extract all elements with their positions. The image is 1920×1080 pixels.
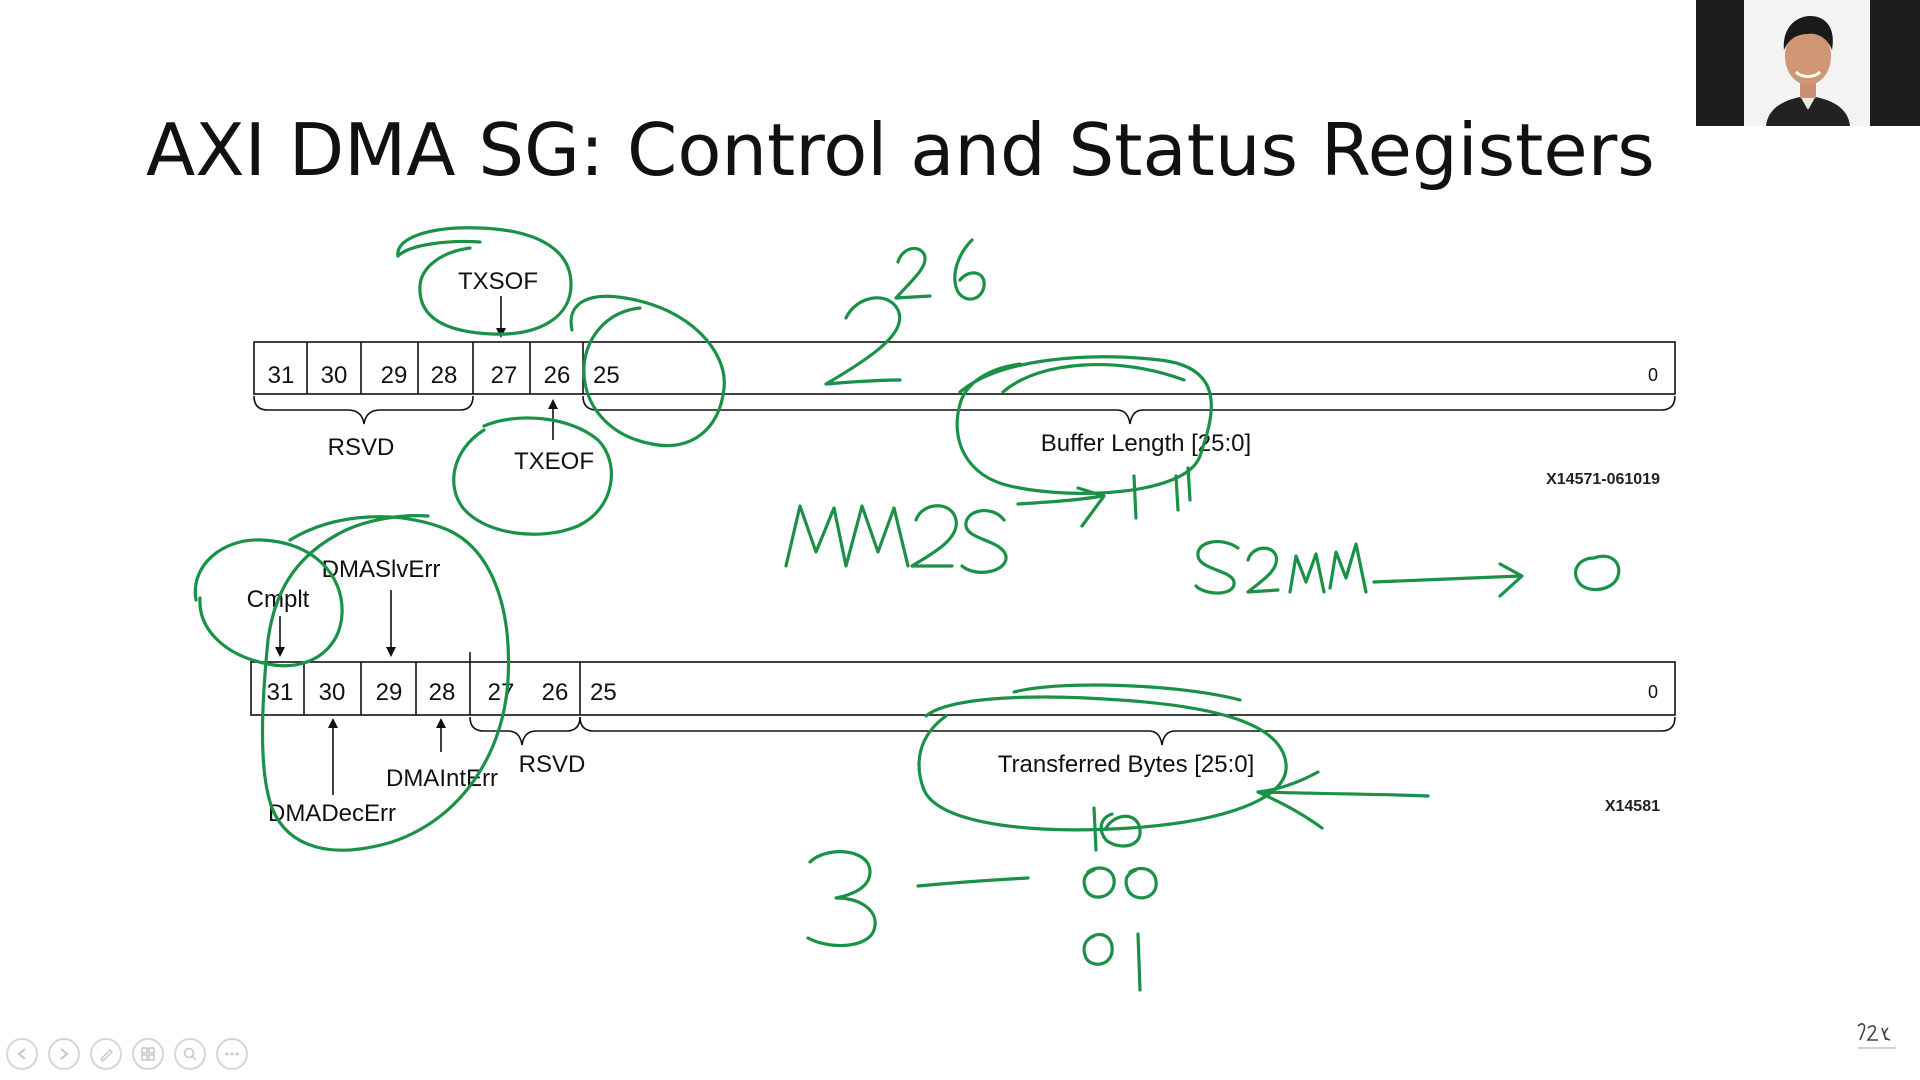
next-slide-icon (60, 1048, 69, 1060)
ink-digit-2 (824, 296, 902, 386)
ink-mm2s (784, 504, 1008, 574)
buffer-length-label: Buffer Length [25:0] (1041, 430, 1251, 457)
zoom-button[interactable] (174, 1038, 206, 1070)
bit25-circle (569, 294, 726, 448)
zoom-icon (183, 1047, 197, 1061)
cmplt-circle (193, 538, 344, 668)
transferred-bytes-oval (917, 695, 1288, 832)
slides-grid-icon (141, 1047, 155, 1061)
bit-25: 25 (590, 679, 617, 706)
more-options-button[interactable] (216, 1038, 248, 1070)
control-register: 31 30 29 28 27 26 25 0 TXSOF TXEOF RSVD … (253, 268, 1676, 488)
rsvd-label: RSVD (519, 751, 586, 778)
channel-logo (1852, 1018, 1902, 1058)
bit-27: 27 (491, 362, 518, 389)
ink-annotations (193, 226, 1621, 992)
bit-0: 0 (1648, 365, 1658, 385)
ink-zero-one (1082, 932, 1142, 992)
bit-30: 30 (319, 679, 346, 706)
bit-29: 29 (376, 679, 403, 706)
status-register-box (250, 661, 1676, 716)
next-slide-button[interactable] (48, 1038, 80, 1070)
slides-grid-button[interactable] (132, 1038, 164, 1070)
error-bits-oval (260, 514, 511, 852)
slide-title: AXI DMA SG: Control and Status Registers (146, 108, 1655, 192)
buffer-length-oval (955, 355, 1213, 495)
transferred-bytes-label: Transferred Bytes [25:0] (998, 751, 1255, 778)
ink-s2mm (1194, 539, 1368, 595)
txsof-label: TXSOF (458, 268, 538, 295)
figure-id: X14581 (1605, 798, 1660, 815)
pen-icon (99, 1048, 114, 1062)
slideshow-toolbar (6, 1038, 248, 1070)
dmadecerr-label: DMADecErr (268, 800, 396, 827)
txeof-label: TXEOF (514, 448, 594, 475)
bit-28: 28 (429, 679, 456, 706)
rsvd-label: RSVD (328, 434, 395, 461)
bit-27: 27 (488, 679, 515, 706)
bit-25: 25 (593, 362, 620, 389)
bit-28: 28 (431, 362, 458, 389)
txeof-circle (452, 416, 613, 536)
bit-0: 0 (1648, 682, 1658, 702)
ink-zero (1574, 554, 1621, 592)
dmaslverr-label: DMASlvErr (322, 556, 441, 583)
pen-button[interactable] (90, 1038, 122, 1070)
ink-digits-26 (894, 238, 986, 301)
bit-30: 30 (321, 362, 348, 389)
presenter-video (1696, 0, 1920, 126)
channel-logo-icon (1857, 1023, 1896, 1049)
bit-26: 26 (544, 362, 571, 389)
control-register-box (253, 341, 1676, 395)
ink-digit-3 (806, 850, 877, 948)
figure-id: X14571-061019 (1546, 471, 1660, 488)
bit-31: 31 (267, 679, 294, 706)
previous-slide-icon (17, 1048, 26, 1060)
bit-29: 29 (381, 362, 408, 389)
bit-26: 26 (542, 679, 569, 706)
status-register: 31 30 29 28 27 26 25 0 Cmplt DMASlvErr D… (247, 556, 1676, 827)
previous-slide-button[interactable] (6, 1038, 38, 1070)
ink-zero-zero (1082, 866, 1158, 900)
presenter-video-icon (1696, 0, 1920, 126)
bit-31: 31 (268, 362, 295, 389)
ink-ten (1092, 806, 1142, 852)
txsof-circle (396, 226, 573, 336)
more-options-icon (225, 1052, 239, 1056)
